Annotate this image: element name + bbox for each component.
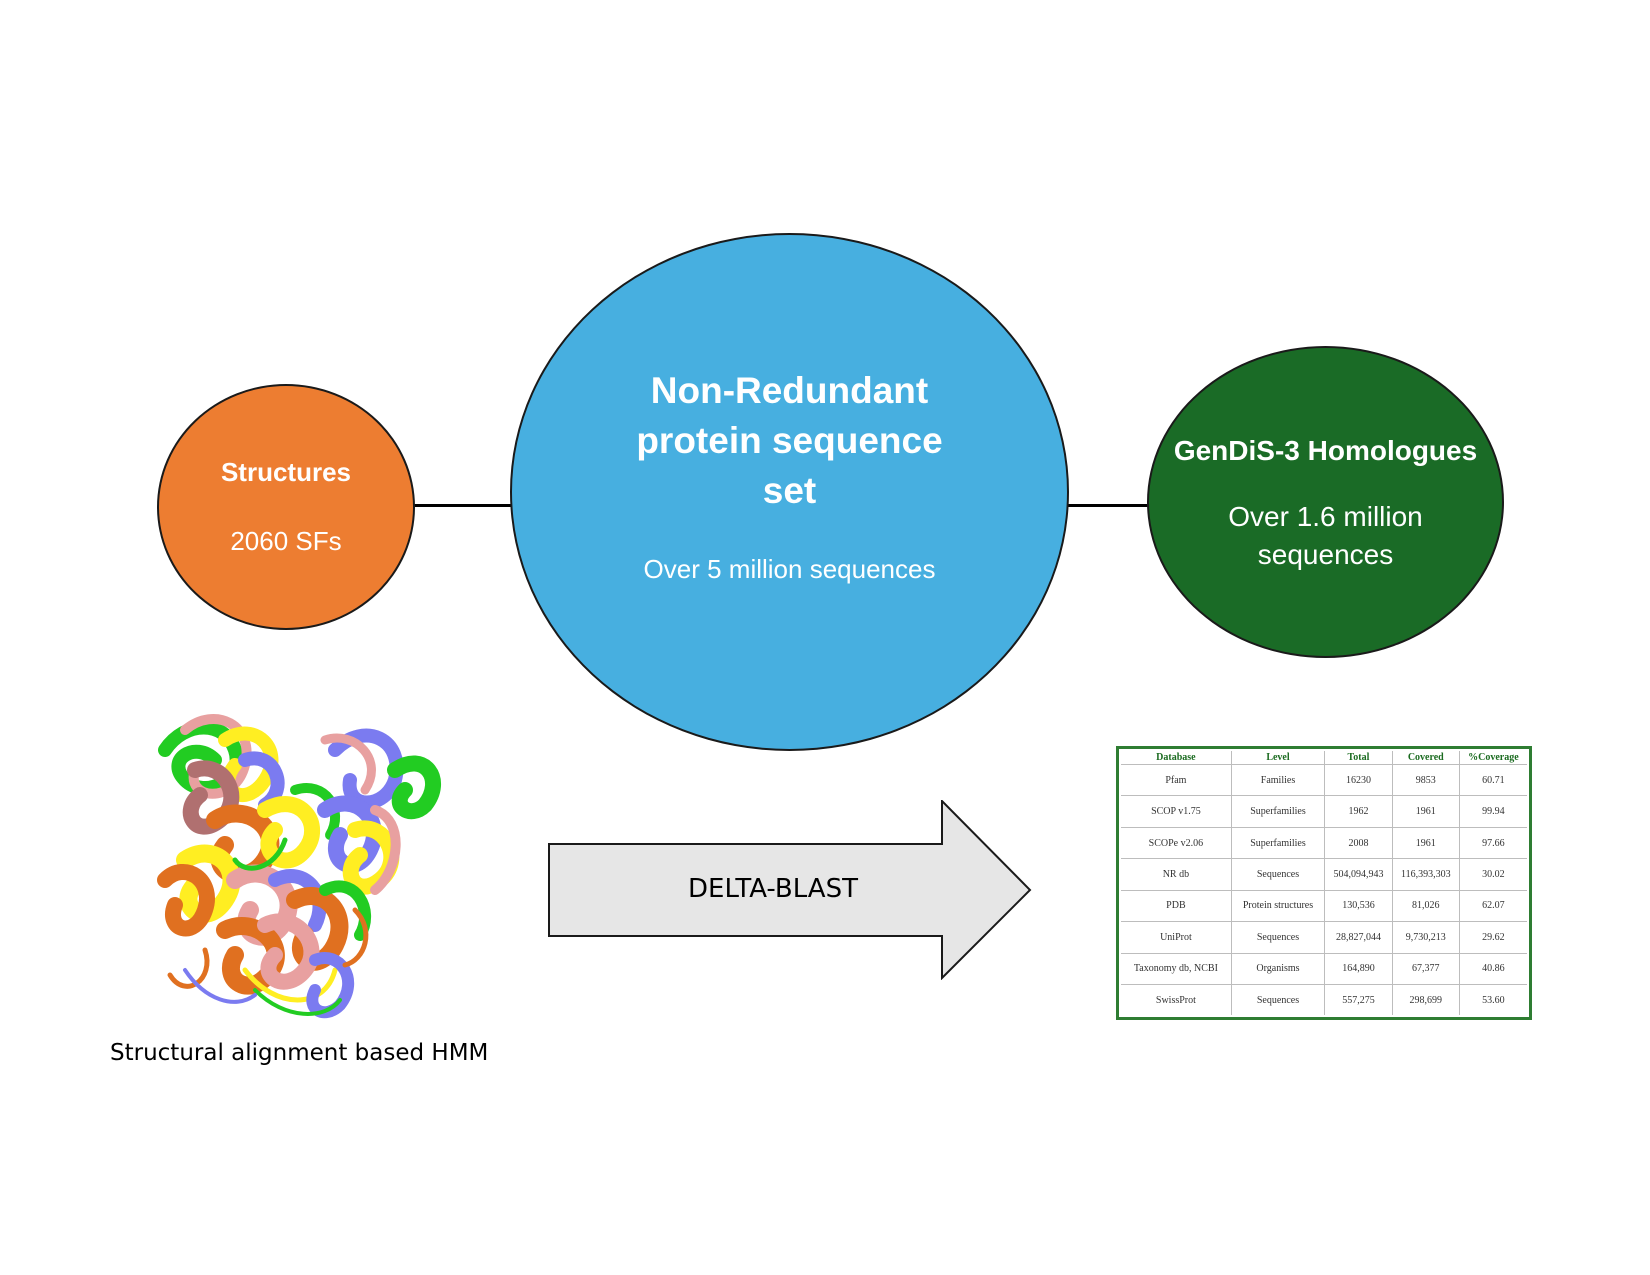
table-cell: 9,730,213 [1391, 921, 1460, 954]
table-cell: Taxonomy db, NCBI [1121, 952, 1232, 986]
table-cell: 53.60 [1458, 984, 1527, 1015]
connector-line-right [1068, 504, 1149, 507]
structures-count: 2060 SFs [230, 526, 342, 556]
table-cell: 130,536 [1324, 889, 1393, 923]
table-cell: 30.02 [1458, 858, 1527, 891]
table-cell: 40.86 [1458, 952, 1527, 986]
table-cell: 28,827,044 [1324, 921, 1393, 954]
table-cell: 67,377 [1391, 952, 1460, 986]
table-cell: 164,890 [1324, 952, 1393, 986]
gendis-title: GenDiS-3 Homologues [1173, 434, 1478, 466]
arrow-label: DELTA-BLAST [688, 874, 858, 904]
process-arrow [548, 800, 1032, 980]
nr-set-count: Over 5 million sequences [643, 553, 936, 584]
table-cell: 504,094,943 [1324, 858, 1393, 891]
table-cell: 9853 [1391, 763, 1460, 797]
table-cell: 29.62 [1458, 921, 1527, 954]
table-header-coverage: %Coverage [1458, 751, 1527, 765]
table-cell: PDB [1121, 889, 1232, 923]
protein-caption: Structural alignment based HMM [110, 1040, 489, 1066]
table-cell: 116,393,303 [1391, 858, 1460, 891]
table-cell: 62.07 [1458, 889, 1527, 923]
table-cell: Pfam [1121, 763, 1232, 797]
table-cell: 298,699 [1391, 984, 1460, 1015]
table-cell: UniProt [1121, 921, 1232, 954]
table-cell: Families [1230, 763, 1326, 797]
nr-set-title: Non-Redundant protein sequence set [636, 369, 943, 511]
structures-circle: Structures 2060 SFs [157, 384, 415, 630]
table-cell: 99.94 [1458, 795, 1527, 828]
connector-line-left [414, 504, 512, 507]
table-header-database: Database [1121, 751, 1232, 765]
table-cell: SwissProt [1121, 984, 1232, 1015]
table-cell: SCOPe v2.06 [1121, 826, 1232, 860]
table-cell: 1961 [1391, 826, 1460, 860]
table-cell: 2008 [1324, 826, 1393, 860]
protein-structure-image [157, 714, 442, 1019]
table-cell: Organisms [1230, 952, 1326, 986]
table-cell: 60.71 [1458, 763, 1527, 797]
table-cell: Sequences [1230, 921, 1326, 954]
table-cell: 1961 [1391, 795, 1460, 828]
table-cell: NR db [1121, 858, 1232, 891]
table-cell: 81,026 [1391, 889, 1460, 923]
table-cell: Protein structures [1230, 889, 1326, 923]
table-header-level: Level [1230, 751, 1326, 765]
table-cell: 1962 [1324, 795, 1393, 828]
structures-title: Structures [220, 457, 352, 487]
table-cell: Superfamilies [1230, 826, 1326, 860]
gendis-count: Over 1.6 million sequences [1228, 500, 1423, 570]
table-cell: 16230 [1324, 763, 1393, 797]
table-cell: Sequences [1230, 984, 1326, 1015]
table-cell: 557,275 [1324, 984, 1393, 1015]
table-header-covered: Covered [1391, 751, 1460, 765]
table-cell: 97.66 [1458, 826, 1527, 860]
nr-set-circle: Non-Redundant protein sequence set Over … [510, 233, 1069, 751]
table-header-total: Total [1324, 751, 1393, 765]
gendis-circle: GenDiS-3 Homologues Over 1.6 million seq… [1147, 346, 1504, 658]
table-cell: Superfamilies [1230, 795, 1326, 828]
table-cell: Sequences [1230, 858, 1326, 891]
table-cell: SCOP v1.75 [1121, 795, 1232, 828]
